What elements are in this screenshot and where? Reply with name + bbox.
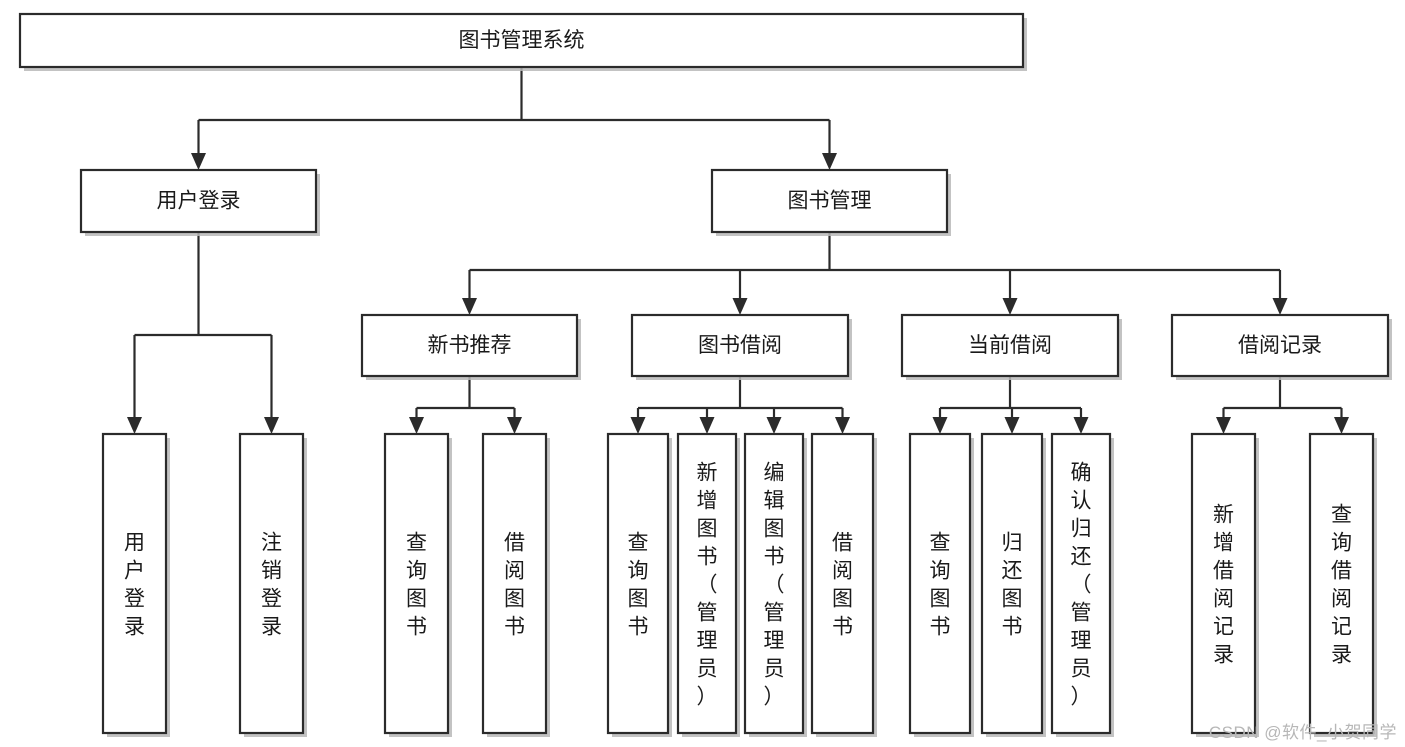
connector-arrowhead [732, 298, 748, 315]
node-leaf-归还图书[interactable]: 归还图书 [980, 432, 1046, 737]
node-label: 图书管理系统 [459, 29, 585, 52]
node-box[interactable] [238, 432, 305, 735]
node-label: 查询借阅记录 [1331, 503, 1352, 666]
node-leaf-查询图书[interactable]: 查询图书 [383, 432, 452, 737]
node-box[interactable] [1190, 432, 1257, 735]
node-label: 图书借阅 [698, 334, 782, 357]
connector-layer [127, 67, 1349, 434]
node-label: 注销登录 [261, 531, 282, 638]
node-label: 查询图书 [628, 531, 649, 638]
node-label: 查询图书 [406, 531, 427, 638]
node-leaf-新增图书管理员[interactable]: 新增图书（管理员） [676, 432, 740, 737]
connector-arrowhead [409, 417, 424, 434]
node-box[interactable] [481, 432, 548, 735]
node-box[interactable] [630, 313, 850, 378]
node-leaf-用户登录[interactable]: 用户登录 [101, 432, 170, 737]
node-label: 借阅图书 [832, 531, 853, 638]
node-box[interactable] [606, 432, 670, 735]
node-label: 用户登录 [157, 190, 241, 213]
node-label: 用户登录 [124, 531, 145, 638]
node-level2-当前借阅[interactable]: 当前借阅 [900, 313, 1122, 380]
node-leaf-借阅图书[interactable]: 借阅图书 [481, 432, 550, 737]
node-label: 借阅图书 [504, 531, 525, 638]
node-box[interactable] [101, 432, 168, 735]
node-box[interactable] [900, 313, 1120, 378]
node-box[interactable] [1050, 432, 1112, 735]
node-level2-借阅记录[interactable]: 借阅记录 [1170, 313, 1392, 380]
node-label: 新增图书（管理员） [697, 461, 718, 708]
node-box[interactable] [1170, 313, 1390, 378]
node-box[interactable] [360, 313, 579, 378]
connector-arrowhead [191, 153, 206, 170]
node-leaf-借阅图书[interactable]: 借阅图书 [810, 432, 877, 737]
node-root-图书管理系统[interactable]: 图书管理系统 [18, 12, 1027, 71]
connector-arrowhead [127, 417, 142, 434]
node-box[interactable] [383, 432, 450, 735]
connector-arrowhead [932, 417, 948, 434]
connector-arrowhead [462, 298, 477, 315]
node-box[interactable] [980, 432, 1044, 735]
node-box[interactable] [18, 12, 1025, 69]
connector-arrowhead [1004, 417, 1020, 434]
node-level1-图书管理[interactable]: 图书管理 [710, 168, 951, 236]
node-label: 查询图书 [930, 531, 951, 638]
connector-arrowhead [1073, 417, 1089, 434]
connector-arrowhead [766, 417, 782, 434]
node-leaf-注销登录[interactable]: 注销登录 [238, 432, 307, 737]
node-level2-新书推荐[interactable]: 新书推荐 [360, 313, 581, 380]
node-label: 当前借阅 [968, 334, 1052, 357]
node-label: 新书推荐 [428, 334, 512, 357]
node-label: 借阅记录 [1238, 334, 1322, 357]
node-leaf-查询图书[interactable]: 查询图书 [606, 432, 672, 737]
node-box[interactable] [79, 168, 318, 234]
connector-arrowhead [507, 417, 522, 434]
connector-arrowhead [1002, 298, 1018, 315]
node-leaf-确认归还管理员[interactable]: 确认归还（管理员） [1050, 432, 1114, 737]
node-level1-用户登录[interactable]: 用户登录 [79, 168, 320, 236]
node-box[interactable] [676, 432, 738, 735]
watermark-text: CSDN @软件_小贺同学 [1208, 723, 1397, 742]
node-label: 编辑图书（管理员） [764, 461, 785, 708]
connector-arrowhead [822, 153, 837, 170]
connector-arrowhead [1272, 298, 1288, 315]
node-leaf-查询借阅记录[interactable]: 查询借阅记录 [1308, 432, 1377, 737]
connector-arrowhead [699, 417, 715, 434]
node-label: 图书管理 [788, 190, 872, 213]
node-label: 确认归还（管理员） [1071, 461, 1092, 708]
node-box[interactable] [810, 432, 875, 735]
node-layer: 图书管理系统用户登录图书管理新书推荐图书借阅当前借阅借阅记录用户登录注销登录查询… [18, 12, 1392, 737]
node-label: 新增借阅记录 [1213, 503, 1234, 666]
connector-arrowhead [1334, 417, 1349, 434]
node-box[interactable] [743, 432, 805, 735]
connector-arrowhead [630, 417, 646, 434]
node-label: 归还图书 [1002, 531, 1023, 638]
connector-arrowhead [264, 417, 279, 434]
node-leaf-编辑图书管理员[interactable]: 编辑图书（管理员） [743, 432, 807, 737]
node-box[interactable] [710, 168, 949, 234]
node-box[interactable] [1308, 432, 1375, 735]
connector-arrowhead [1216, 417, 1231, 434]
node-level2-图书借阅[interactable]: 图书借阅 [630, 313, 852, 380]
node-leaf-新增借阅记录[interactable]: 新增借阅记录 [1190, 432, 1259, 737]
node-box[interactable] [908, 432, 972, 735]
connector-arrowhead [835, 417, 850, 434]
node-leaf-查询图书[interactable]: 查询图书 [908, 432, 974, 737]
